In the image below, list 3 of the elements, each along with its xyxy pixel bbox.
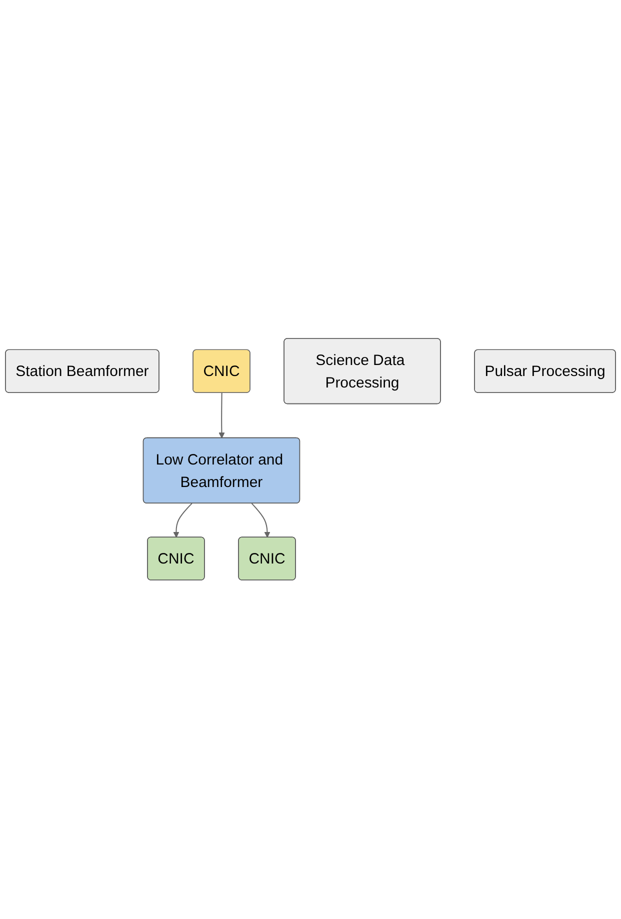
arrow [173,503,192,538]
arrow [218,393,225,439]
arrow [251,503,270,538]
